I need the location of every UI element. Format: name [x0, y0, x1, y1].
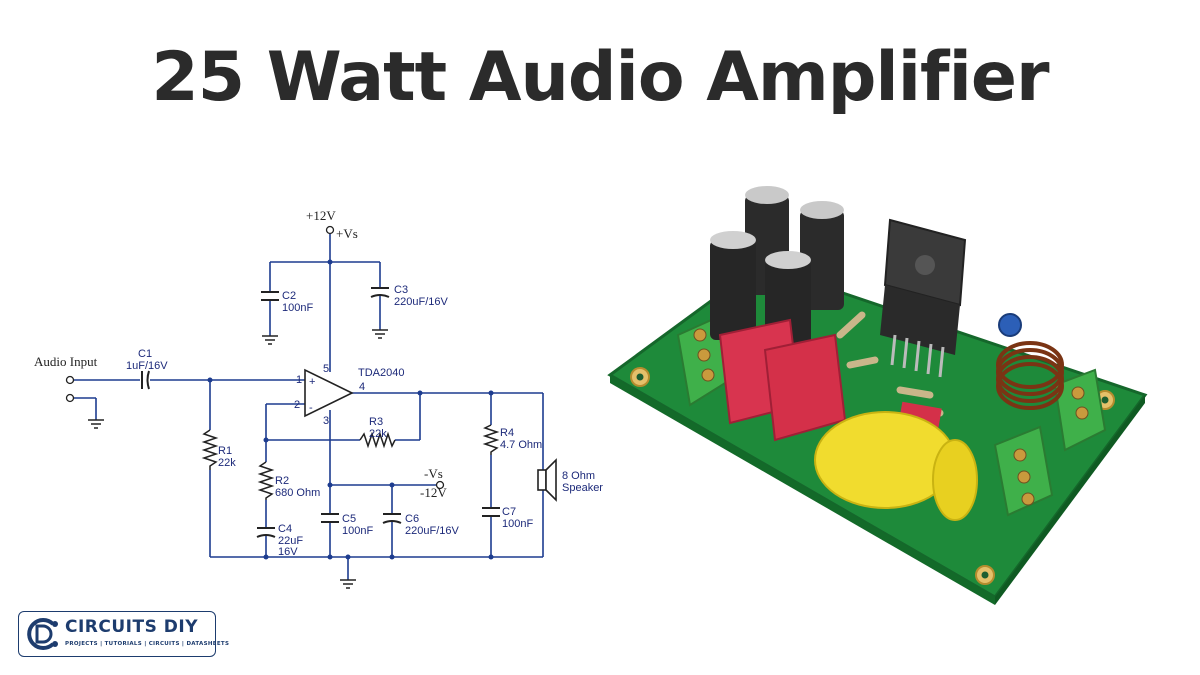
vminus-terminal — [435, 480, 445, 490]
speaker-icon — [537, 458, 557, 502]
logo-name: CIRCUITS DIY — [65, 617, 199, 637]
label-c2-val: 100nF — [282, 302, 313, 314]
amplifier-schematic: + - +12V +Vs Audio Input C1 1uF/16V C2 1… — [34, 208, 603, 589]
c1-plate-curved — [146, 370, 150, 390]
vplus-terminal — [325, 225, 335, 235]
circuits-diy-logo: CIRCUITS DIY PROJECTS | TUTORIALS | CIRC… — [18, 611, 229, 657]
c6-plate-curved — [382, 520, 402, 524]
r2-zigzag — [257, 461, 275, 500]
label-vs-neg: -Vs — [424, 466, 443, 481]
logo-tagline: PROJECTS | TUTORIALS | CIRCUITS | DATASH… — [65, 641, 230, 647]
opamp-minus: - — [309, 402, 313, 414]
label-pin5: 5 — [323, 363, 329, 375]
label-c3-val: 220uF/16V — [394, 296, 448, 308]
label-vs-pos: +Vs — [336, 226, 358, 241]
label-r4-val: 4.7 Ohm — [500, 439, 542, 451]
label-r1-val: 22k — [218, 457, 236, 469]
label-c6-val: 220uF/16V — [405, 525, 459, 537]
label-r3-val: 22k — [369, 428, 387, 440]
label-c1-val: 1uF/16V — [126, 360, 168, 372]
opamp-plus: + — [309, 376, 315, 388]
label-c7-val: 100nF — [502, 518, 533, 530]
page-title: 25 Watt Audio Amplifier — [151, 38, 1049, 117]
label-c2: C2 — [282, 290, 296, 302]
r3-zigzag — [359, 431, 396, 449]
yellow-film-capacitor — [814, 411, 978, 521]
input-terminal-ground — [65, 393, 75, 403]
terminal-block-right — [993, 368, 1107, 517]
label-pin3: 3 — [323, 415, 329, 427]
label-speaker-ohm: 8 Ohm — [562, 470, 595, 482]
label-speaker: Speaker — [562, 482, 603, 494]
inductor-coil — [996, 341, 1064, 410]
input-terminal-signal — [65, 375, 75, 385]
label-c4-val2: 16V — [278, 546, 298, 558]
label-minus12v: -12V — [420, 485, 447, 500]
tda2040-opamp — [304, 368, 354, 418]
label-pin2: 2 — [294, 399, 300, 411]
label-c1: C1 — [138, 348, 152, 360]
amplifier-ic-heatsink — [880, 218, 967, 378]
label-c4-val1: 22uF — [278, 535, 303, 547]
label-tda2040: TDA2040 — [358, 367, 404, 379]
label-audio-input: Audio Input — [34, 354, 98, 369]
label-r2: R2 — [275, 475, 289, 487]
label-plus12v: +12V — [306, 208, 336, 223]
pcb-photo — [607, 186, 1148, 605]
label-r1: R1 — [218, 445, 232, 457]
film-capacitors — [718, 318, 942, 442]
small-blue-cap — [998, 313, 1022, 337]
label-c6: C6 — [405, 513, 419, 525]
label-c4: C4 — [278, 523, 292, 535]
c3-plate-curved — [370, 294, 390, 298]
label-pin4: 4 — [359, 381, 365, 393]
logo-mark-icon — [27, 618, 58, 650]
label-r2-val: 680 Ohm — [275, 487, 320, 499]
electrolytic-capacitors — [710, 186, 844, 360]
label-r3: R3 — [369, 416, 383, 428]
label-c5: C5 — [342, 513, 356, 525]
r1-zigzag — [201, 429, 219, 470]
label-c7: C7 — [502, 506, 516, 518]
ground-symbols — [88, 329, 388, 589]
capacitor-plates — [141, 287, 500, 538]
c4-plate-curved — [256, 534, 276, 538]
r4-zigzag — [482, 424, 500, 455]
label-c3: C3 — [394, 284, 408, 296]
label-c5-val: 100nF — [342, 525, 373, 537]
label-pin1: 1 — [296, 374, 302, 386]
label-r4: R4 — [500, 427, 514, 439]
